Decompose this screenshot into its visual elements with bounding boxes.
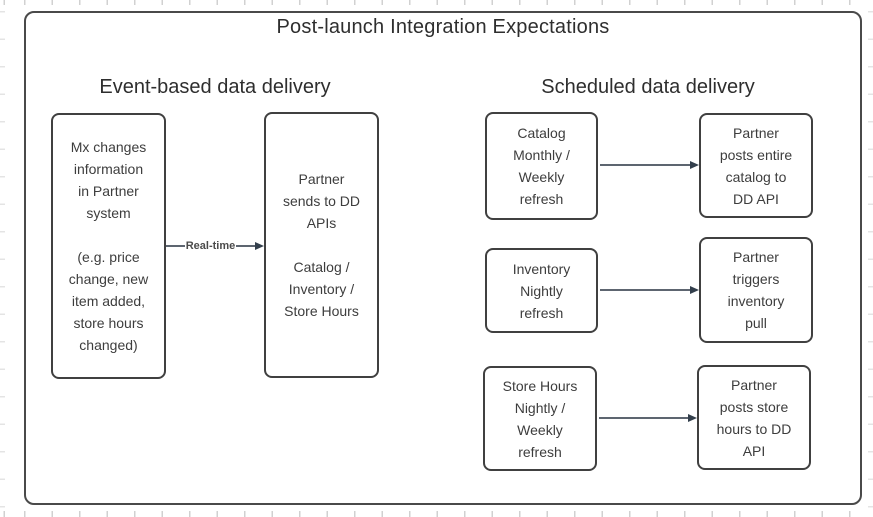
grid-ticks-left xyxy=(0,0,5,517)
arrowhead-icon xyxy=(688,414,697,422)
arrowhead-icon xyxy=(255,242,264,250)
section-title-event-based: Event-based data delivery xyxy=(99,76,331,98)
node-partner-sends-dd-apis: Partner sends to DD APIs Catalog / Inven… xyxy=(264,112,379,378)
arrow-line xyxy=(236,245,255,247)
grid-ticks-right xyxy=(868,0,873,517)
node-mx-changes: Mx changes information in Partner system… xyxy=(51,113,166,379)
arrow-inventory xyxy=(600,283,699,297)
arrow-line xyxy=(166,245,185,247)
arrow-line xyxy=(599,417,688,419)
node-store-hours-refresh: Store Hours Nightly / Weekly refresh xyxy=(483,366,597,471)
node-catalog-refresh: Catalog Monthly / Weekly refresh xyxy=(485,112,598,220)
grid-ticks-bottom xyxy=(0,511,873,517)
arrowhead-icon xyxy=(690,286,699,294)
node-partner-posts-store-hours: Partner posts store hours to DD API xyxy=(697,365,811,470)
arrowhead-icon xyxy=(690,161,699,169)
node-partner-posts-catalog: Partner posts entire catalog to DD API xyxy=(699,113,813,218)
node-partner-triggers-inventory: Partner triggers inventory pull xyxy=(699,237,813,343)
arrow-real-time: Real-time xyxy=(166,239,264,253)
arrow-line xyxy=(600,164,690,166)
arrow-label: Real-time xyxy=(185,240,236,252)
arrow-line xyxy=(600,289,690,291)
section-title-scheduled: Scheduled data delivery xyxy=(541,76,755,98)
arrow-catalog xyxy=(600,158,699,172)
grid-ticks-top xyxy=(0,0,873,5)
diagram-title: Post-launch Integration Expectations xyxy=(276,16,610,38)
arrow-store-hours xyxy=(599,411,697,425)
node-inventory-refresh: Inventory Nightly refresh xyxy=(485,248,598,333)
